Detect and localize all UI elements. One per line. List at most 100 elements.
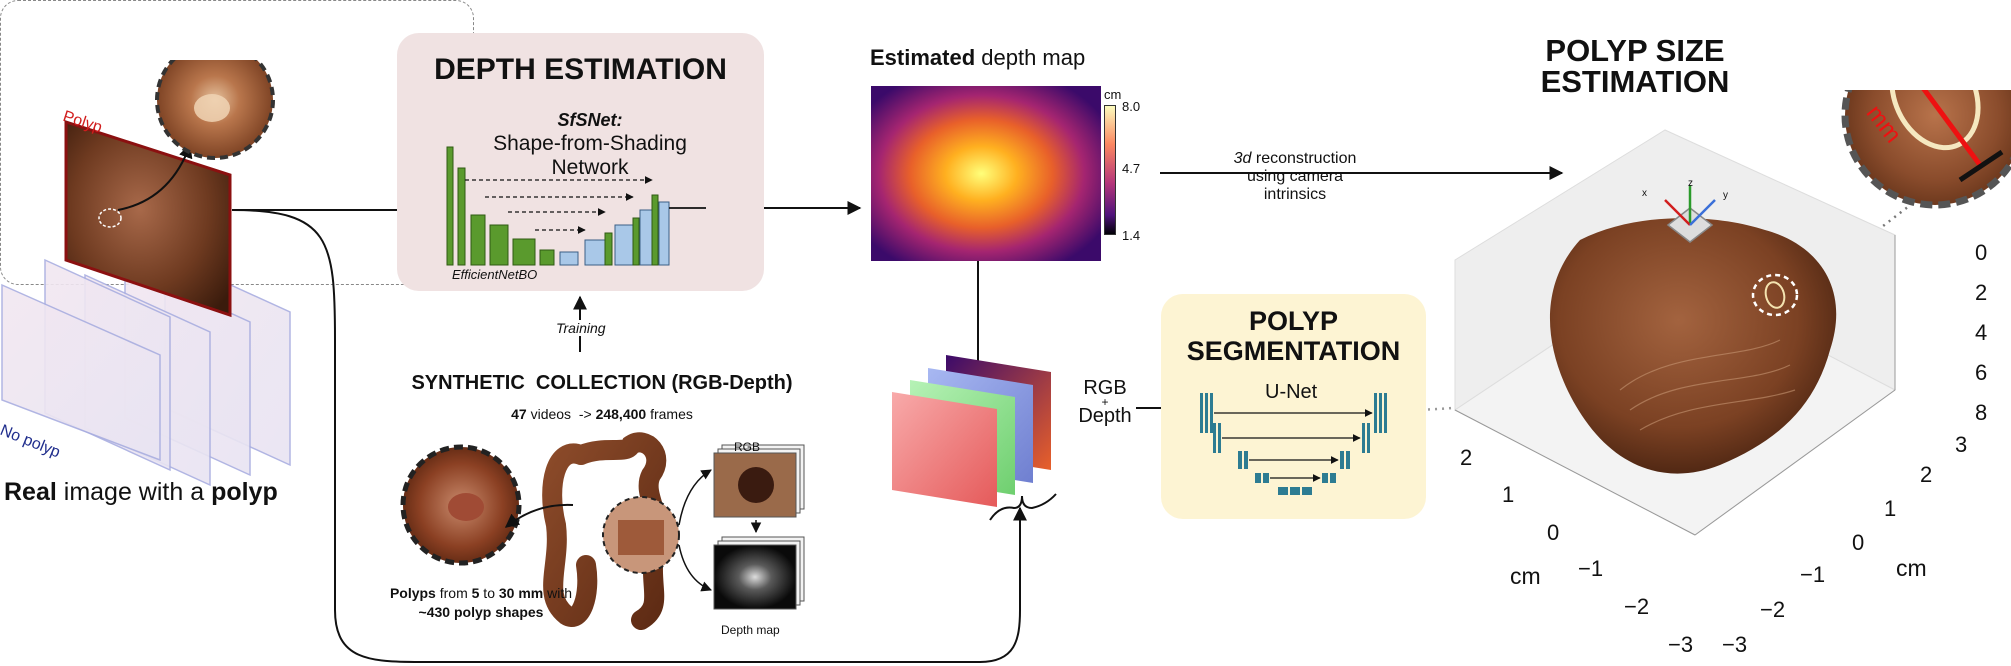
reconstruction-3d: 3d [1233, 150, 1252, 167]
encoder-label: EfficientNetBO [452, 267, 538, 282]
depth-map-title: Estimated depth map [870, 45, 1085, 71]
frame-stack [1, 60, 291, 487]
training-label: Training [553, 320, 609, 336]
size-estimation-title: POLYP SIZE ESTIMATION [1520, 35, 1750, 97]
polyp-marker [98, 208, 122, 228]
decoder-bar-5 [632, 217, 640, 266]
caption-polyp: polyp [211, 478, 278, 506]
synthetic-stats: 47 videos -> 248,400 frames [366, 406, 838, 422]
reconstruction-word: reconstruction [1251, 150, 1357, 167]
decoder-bar-7 [651, 194, 659, 266]
x-axis-label: cm [1510, 563, 1541, 589]
plus-sign: + [1101, 395, 1109, 409]
model-name: SfSNet: [557, 110, 623, 130]
synthetic-illustration [400, 432, 805, 630]
real-image-section: Polyp No polyp [0, 60, 320, 510]
size-title-1: POLYP SIZE [1545, 33, 1725, 68]
model-line2: Network [551, 156, 629, 179]
x-tick-1: 1 [1502, 482, 1515, 507]
polyp-diameter-line [1921, 90, 1983, 167]
x-tick-2: 0 [1547, 520, 1560, 545]
to-word: to [479, 585, 499, 601]
size-title-2: ESTIMATION [1540, 64, 1730, 99]
x-tick-5: −3 [1668, 632, 1694, 657]
rgb-depth-label: RGB + Depth [1070, 378, 1140, 426]
size-zoom-circle [1841, 90, 2011, 209]
synth-depth-label: Depth map [721, 623, 780, 637]
frame-no-polyp-1 [1, 283, 161, 462]
depth-colorbar [1104, 105, 1116, 235]
caption-real: Real [4, 478, 57, 506]
z-tick-2: 4 [1975, 320, 1988, 345]
reconstruction-line2: using camera [1246, 168, 1344, 185]
frame-polyp [64, 119, 232, 318]
y-tick-5: −2 [1760, 597, 1786, 622]
z-tick-3: 6 [1975, 360, 1988, 385]
segmentation-title-1: POLYP [1248, 306, 1339, 336]
polyps-word: Polyps [389, 585, 436, 601]
sfsnet-label: SfSNet: Shape-from-Shading Network [440, 108, 740, 180]
y-tick-0: 3 [1955, 432, 1968, 457]
y-tick-2: 1 [1884, 496, 1897, 521]
x-tick-0: 2 [1460, 445, 1473, 470]
encoder-bar-3 [470, 214, 486, 266]
encoder-bar-1 [446, 146, 454, 266]
sfsnet-architecture [446, 146, 706, 266]
synthetic-title: SYNTHETIC COLLECTION (RGB-Depth) [411, 372, 793, 394]
decoder-bar-8 [658, 201, 670, 266]
arrow-real-to-rgbdepth [231, 209, 1027, 663]
synthetic-polyp-caption: Polyps from 5 to 30 mm with ~430 polyp s… [376, 584, 586, 622]
x-tick-3: −1 [1578, 556, 1604, 581]
real-image-caption: Real image with a polyp [4, 478, 278, 507]
depth-map-title-bold: Estimated [870, 45, 976, 70]
decoder-bar-6 [639, 209, 653, 266]
z-tick-4: 8 [1975, 400, 1988, 425]
plot3d [1454, 90, 2011, 536]
depth-map-title-rest: depth map [975, 45, 1086, 70]
z-tick-0: 0 [1975, 240, 1988, 265]
segmentation-title-2: SEGMENTATION [1186, 336, 1401, 366]
colorbar-tick-mid: 4.7 [1122, 161, 1141, 176]
videos-count: 47 [511, 406, 527, 422]
size-min: 5 [471, 585, 480, 601]
depth-estimation-title: DEPTH ESTIMATION [434, 53, 727, 86]
size-max: 30 mm [498, 585, 544, 601]
colorbar-tick-min: 1.4 [1122, 228, 1141, 243]
cam-axis-z: z [1688, 178, 1693, 189]
model-line1: Shape-from-Shading [493, 132, 687, 155]
y-tick-6: −3 [1722, 632, 1748, 657]
encoder-bar-4 [489, 224, 509, 266]
videos-text: videos -> [526, 406, 596, 422]
polyp-zoom-arrow [117, 143, 193, 211]
colorbar-unit: cm [1104, 87, 1122, 102]
z-tick-1: 2 [1975, 280, 1988, 305]
bracket [989, 493, 1057, 521]
unet-label: U-Net [1265, 381, 1318, 403]
y-axis-label: cm [1896, 555, 1927, 581]
colon-mesh [1549, 218, 1837, 474]
encoder-bar-6 [539, 249, 555, 266]
decoder-bar-4 [614, 224, 634, 266]
from-word: from [435, 585, 472, 601]
encoder-bar-5 [512, 238, 536, 266]
y-tick-4: −1 [1800, 562, 1826, 587]
depth-map-image [871, 86, 1101, 261]
caption-mid: image with a [56, 478, 212, 506]
cam-axis-x: x [1642, 188, 1647, 199]
y-tick-1: 2 [1920, 462, 1933, 487]
reconstruction-label: 3d reconstruction using camera intrinsic… [1205, 150, 1385, 204]
frames-text: frames [646, 406, 693, 422]
decoder-bar-2 [584, 239, 608, 266]
depth-word: Depth [1078, 405, 1132, 427]
rgbd-stack [892, 355, 1051, 507]
colorbar-tick-max: 8.0 [1122, 99, 1141, 114]
frames-count: 248,400 [595, 406, 647, 422]
encoder-bar-2 [457, 167, 466, 266]
y-tick-3: 0 [1852, 530, 1865, 555]
polyp-shapes: ~430 polyp shapes [418, 604, 544, 620]
reconstruction-line3: intrinsics [1263, 186, 1327, 203]
decoder-bar-3 [604, 232, 613, 266]
unet-architecture [1200, 393, 1387, 495]
synth-rgb-label: RGB [734, 440, 761, 454]
rgb-word: RGB [1083, 377, 1127, 399]
